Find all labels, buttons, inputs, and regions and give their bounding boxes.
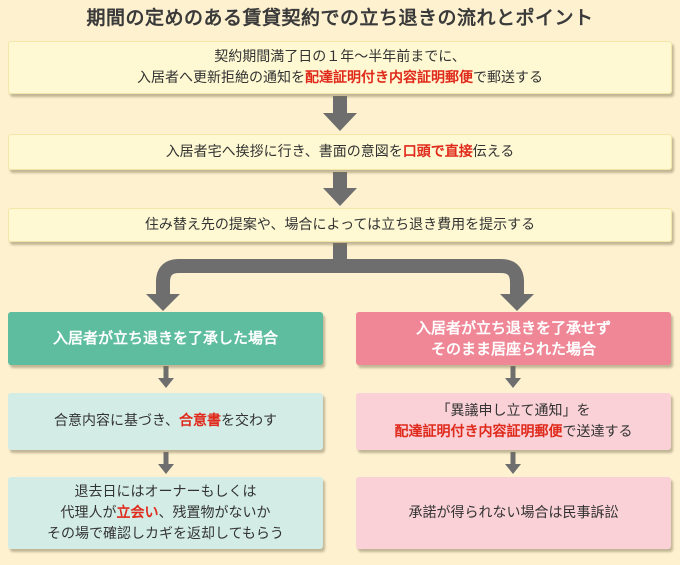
left-box1-highlight: 合意書 (179, 413, 222, 429)
arrow-left-1-head (158, 378, 174, 388)
diagram-title: 期間の定めのある賃貸契約での立ち退きの流れとポイント (86, 7, 594, 29)
left-box2-line2: 代理人が立会い、残置物がないか (61, 503, 271, 524)
arrow-step1-to-step2-head (323, 113, 357, 131)
step3-box: 住み替え先の提案や、場合によっては立ち退き費用を提示する (8, 208, 672, 242)
right-header-line1: 入居者が立ち退きを了承せず (415, 318, 611, 337)
left-branch-header: 入居者が立ち退きを了承した場合 (8, 312, 323, 365)
left-header-text: 入居者が立ち退きを了承した場合 (52, 329, 278, 347)
step2-highlight: 口頭で直接 (402, 143, 473, 160)
split-arrow-right-head (500, 294, 534, 311)
arrow-right-2-head (505, 464, 521, 474)
step3-text: 住み替え先の提案や、場合によっては立ち退き費用を提示する (144, 216, 536, 233)
arrow-left-2-head (158, 464, 174, 474)
right-branch-header: 入居者が立ち退きを了承せず そのまま居座られた場合 (356, 312, 671, 365)
split-arrow-left-head (146, 294, 180, 311)
left-box2-line3: その場で確認しカギを返却してもらう (47, 525, 284, 542)
arrow-left-1-shaft (163, 366, 169, 380)
step1-line2: 入居者へ更新拒絶の通知を配達証明付き内容証明郵便で郵送する (137, 68, 543, 89)
left-box1-prefix: 合意内容に基づき、 (53, 413, 180, 429)
right-box-2: 承諾が得られない場合は民事訴訟 (356, 477, 671, 549)
step1-line1: 契約期間満了日の１年〜半年前までに、 (214, 48, 466, 65)
left-box-1: 合意内容に基づき、合意書を交わす (8, 393, 323, 450)
arrow-right-2-shaft (510, 452, 516, 466)
right-box-1: 「異議申し立て通知」を 配達証明付き内容証明郵便で送達する (356, 393, 671, 450)
arrow-step2-to-step3-shaft (333, 172, 347, 190)
right-box2-text: 承諾が得られない場合は民事訴訟 (408, 504, 619, 521)
split-arrow-branch (156, 259, 524, 296)
step2-text-prefix: 入居者宅へ挨拶に行き、書面の意図を (165, 143, 403, 160)
left-box2-line2-prefix: 代理人が (60, 504, 117, 521)
step1-line2-text: 入居者へ更新拒絶の通知を (137, 69, 305, 86)
arrow-right-1-shaft (510, 366, 516, 380)
step1-highlight: 配達証明付き内容証明郵便 (305, 69, 473, 86)
step2-text: 入居者宅へ挨拶に行き、書面の意図を口頭で直接伝える (166, 142, 515, 163)
step1-line2-suffix: で郵送する (473, 69, 543, 86)
arrow-left-2-shaft (163, 452, 169, 466)
right-box1-line2: 配達証明付き内容証明郵便で送達する (395, 422, 633, 443)
left-box2-line2-suffix: 、残置物がないか (158, 504, 271, 521)
left-box-2: 退去日にはオーナーもしくは 代理人が立会い、残置物がないか その場で確認しカギを… (8, 477, 323, 549)
step2-box: 入居者宅へ挨拶に行き、書面の意図を口頭で直接伝える (8, 134, 672, 170)
arrow-right-1-head (505, 378, 521, 388)
left-box2-highlight: 立会い (116, 504, 159, 521)
right-box1-highlight: 配達証明付き内容証明郵便 (394, 423, 563, 440)
arrow-step1-to-step2-shaft (333, 96, 347, 115)
step2-text-suffix: 伝える (472, 143, 515, 160)
left-box1-suffix: を交わす (221, 413, 278, 429)
arrow-step2-to-step3-head (323, 188, 357, 206)
right-box1-line1: 「異議申し立て通知」を (436, 402, 591, 419)
right-header-line2: そのまま居座られた場合 (430, 339, 596, 358)
step1-box: 契約期間満了日の１年〜半年前までに、 入居者へ更新拒絶の通知を配達証明付き内容証… (8, 41, 672, 94)
right-box1-line2-suffix: で送達する (562, 423, 633, 440)
left-box1-text: 合意内容に基づき、合意書を交わす (54, 411, 277, 432)
left-box2-line1: 退去日にはオーナーもしくは (74, 483, 257, 500)
